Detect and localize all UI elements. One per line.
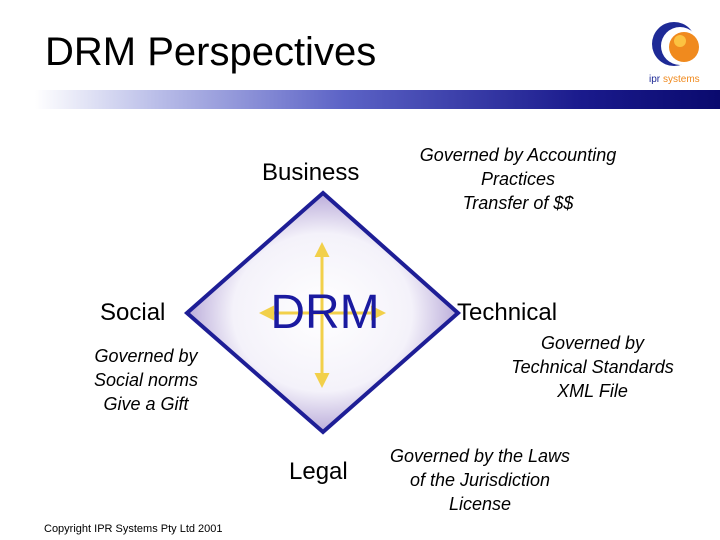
technical-note-line: Governed by bbox=[540, 333, 645, 353]
social-note-line: Governed by bbox=[94, 346, 198, 366]
slide-title: DRM Perspectives bbox=[45, 30, 377, 74]
legal-note-line: License bbox=[448, 494, 512, 514]
social-note-line: Social norms bbox=[93, 370, 199, 390]
social-notes: Governed by Social norms Give a Gift bbox=[78, 344, 214, 416]
social-label: Social bbox=[100, 299, 166, 326]
title-underline-bar bbox=[35, 90, 720, 109]
logo-text-ipr: ipr bbox=[649, 74, 661, 85]
legal-label: Legal bbox=[289, 458, 348, 485]
technical-note-line: XML File bbox=[557, 381, 628, 401]
technical-notes: Governed by Technical Standards XML File bbox=[480, 331, 705, 403]
legal-notes: Governed by the Laws of the Jurisdiction… bbox=[370, 444, 590, 516]
business-label: Business bbox=[262, 159, 360, 186]
logo-mark-icon: ipr systems bbox=[649, 22, 700, 85]
legal-note-line: of the Jurisdiction bbox=[409, 470, 551, 490]
business-note-line: Practices bbox=[480, 169, 556, 189]
social-note-line: Give a Gift bbox=[103, 394, 189, 414]
legal-note-line: Governed by the Laws bbox=[389, 446, 571, 466]
logo-text-systems: systems bbox=[663, 74, 700, 85]
business-note-line: Transfer of $$ bbox=[462, 193, 574, 213]
drm-center-label: DRM bbox=[270, 286, 380, 339]
copyright-text: Copyright IPR Systems Pty Ltd 2001 bbox=[44, 523, 223, 535]
technical-note-line: Technical Standards bbox=[511, 357, 674, 377]
technical-label: Technical bbox=[457, 299, 558, 326]
business-note-line: Governed by Accounting bbox=[419, 145, 617, 165]
ipr-systems-logo: ipr systems bbox=[646, 14, 706, 88]
business-notes: Governed by Accounting Practices Transfe… bbox=[404, 143, 632, 215]
